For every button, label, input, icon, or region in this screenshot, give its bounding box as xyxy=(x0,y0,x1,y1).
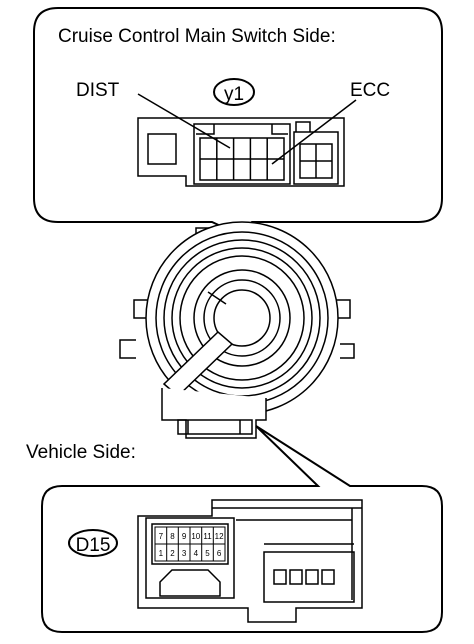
spiral-cable-body xyxy=(119,221,355,439)
d15-pin-labels-top: 7 8 9 10 11 12 xyxy=(159,532,225,541)
label-ecc: ECC xyxy=(350,80,390,101)
y1-oval xyxy=(213,78,255,106)
label-dist: DIST xyxy=(76,80,120,101)
pin-label: 3 xyxy=(182,549,187,558)
d15-pin-grid xyxy=(154,526,226,562)
connector-id-d15: D15 xyxy=(76,535,111,556)
pin-label: 6 xyxy=(217,549,222,558)
pin-label: 8 xyxy=(170,532,175,541)
pin-label: 1 xyxy=(159,549,164,558)
dist-leader-line xyxy=(137,93,231,149)
top-callout-title: Cruise Control Main Switch Side: xyxy=(58,26,336,47)
bottom-callout-title: Vehicle Side: xyxy=(26,442,136,463)
pin-label: 12 xyxy=(215,532,224,541)
connector-id-y1: y1 xyxy=(224,84,244,105)
d15-pin-labels-bottom: 1 2 3 4 5 6 xyxy=(159,549,222,558)
pin-label: 7 xyxy=(159,532,164,541)
pin-label: 10 xyxy=(191,532,200,541)
pin-label: 4 xyxy=(194,549,199,558)
pin-label: 5 xyxy=(205,549,210,558)
d15-oval xyxy=(68,529,118,557)
y1-connector-housing xyxy=(137,117,345,187)
bottom-callout-frame xyxy=(41,425,443,633)
pin-label: 9 xyxy=(182,532,187,541)
d15-connector-housing xyxy=(137,499,363,623)
pin-label: 11 xyxy=(203,532,212,541)
pin-label: 2 xyxy=(170,549,175,558)
